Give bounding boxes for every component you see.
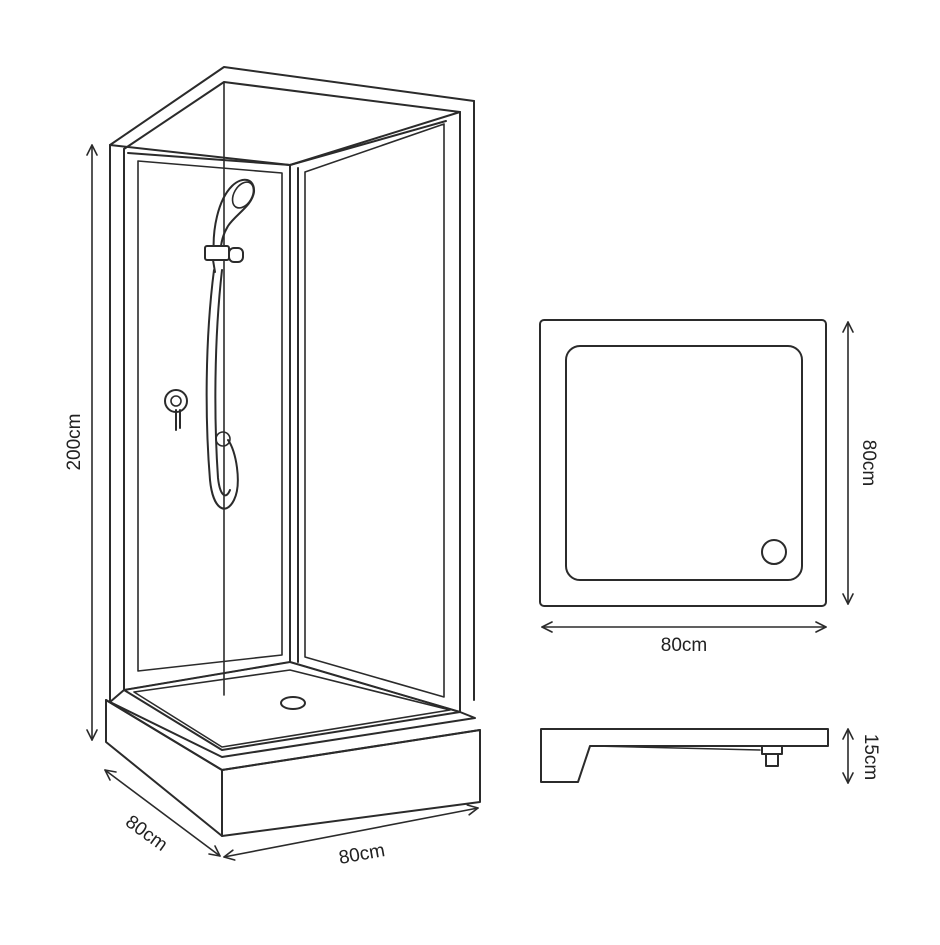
shower-hose-icon	[205, 269, 239, 510]
cabin-width-dimension-line	[223, 804, 479, 861]
shower-cabin: 200cm 80cm 80cm	[64, 66, 481, 869]
cabin-drain-icon	[280, 696, 306, 710]
right-glass-panel	[289, 100, 475, 713]
tray-side-view: 15cm	[540, 728, 881, 784]
tray-width-label: 80cm	[661, 635, 707, 656]
shower-bracket-icon	[204, 245, 230, 261]
tray-drain-icon	[761, 539, 787, 565]
left-glass-panel	[109, 144, 291, 703]
tray-height-label: 15cm	[860, 734, 881, 780]
tray-top-view: 80cm 80cm	[539, 319, 879, 656]
cabin-roof	[109, 66, 475, 166]
shower-head-icon	[204, 178, 256, 273]
shower-mixer-icon	[164, 389, 188, 431]
tray-depth-label: 80cm	[858, 440, 879, 486]
cabin-depth-label: 80cm	[121, 811, 171, 855]
cabin-width-label: 80cm	[337, 840, 386, 869]
cabin-tray	[105, 661, 481, 837]
cabin-height-label: 200cm	[64, 413, 85, 470]
cabin-depth-dimension-line	[104, 769, 221, 857]
tray-waste-outlet-icon	[761, 745, 783, 755]
